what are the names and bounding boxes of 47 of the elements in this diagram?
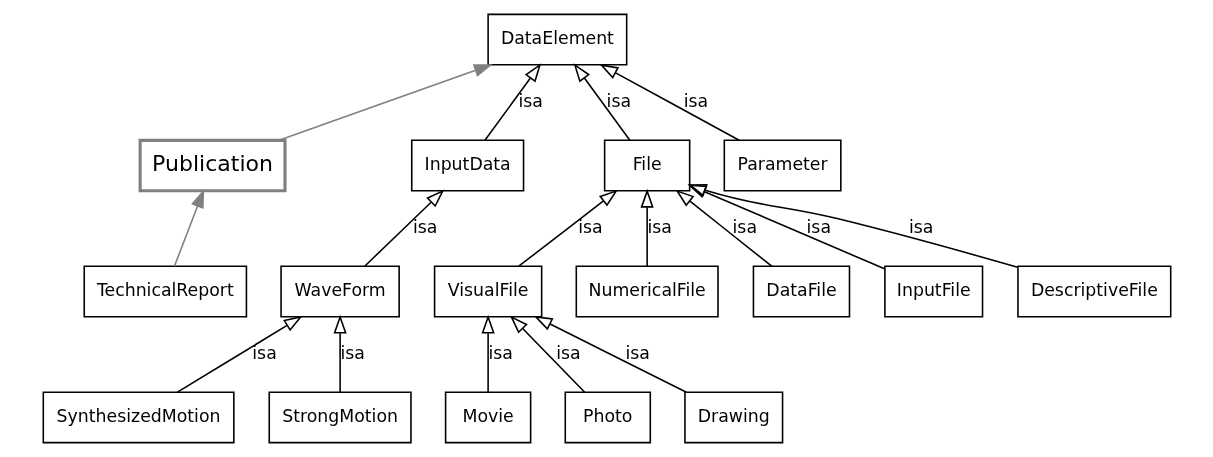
- node-box: Parameter: [723, 139, 842, 192]
- edge-label: isa: [555, 342, 581, 363]
- arrow: [277, 64, 493, 142]
- arrow: [687, 184, 1018, 269]
- edge-label: isa: [806, 216, 831, 237]
- node-box: InputFile: [883, 265, 983, 318]
- edge-label: isa: [647, 216, 672, 237]
- arrow: [363, 189, 444, 267]
- arrow: [675, 189, 772, 267]
- arrow: [598, 64, 740, 142]
- arrow: [573, 63, 631, 142]
- arrow: [333, 314, 347, 393]
- node-box: DataElement: [486, 13, 627, 66]
- node-box: DescriptiveFile: [1016, 265, 1171, 318]
- node-box: NumericalFile: [575, 265, 719, 318]
- edge-label: isa: [577, 216, 603, 237]
- node-box: StrongMotion: [267, 391, 412, 444]
- arrow: [509, 315, 585, 393]
- edge-label: isa: [412, 216, 437, 237]
- node-box: InputData: [410, 139, 524, 192]
- node-box: VisualFile: [433, 265, 542, 318]
- edge-label: isa: [487, 342, 513, 363]
- arrow: [483, 63, 541, 142]
- node-box: Photo: [564, 391, 651, 444]
- node-box: SynthesizedMotion: [42, 391, 235, 444]
- arrow: [176, 315, 303, 393]
- arrow: [533, 315, 687, 393]
- arrow: [687, 184, 885, 270]
- edge-label: isa: [683, 90, 708, 111]
- arrow: [517, 189, 618, 267]
- arrow: [640, 188, 654, 267]
- edge-label: isa: [606, 90, 631, 111]
- node-box: DataFile: [752, 265, 850, 318]
- edge-label: isa: [251, 342, 277, 363]
- edge-label: isa: [517, 90, 543, 111]
- arrow: [481, 314, 495, 393]
- node-box: File: [603, 139, 690, 192]
- node-box: Movie: [444, 391, 531, 444]
- node-box: Publication: [138, 138, 287, 193]
- arrow: [173, 188, 204, 267]
- edge-label: isa: [732, 216, 757, 237]
- edge-label: isa: [339, 342, 365, 363]
- node-box: TechnicalReport: [82, 265, 247, 318]
- node-box: Drawing: [683, 391, 783, 444]
- node-box: WaveForm: [279, 265, 400, 318]
- edge-label: isa: [624, 342, 650, 363]
- edge-label: isa: [908, 216, 933, 237]
